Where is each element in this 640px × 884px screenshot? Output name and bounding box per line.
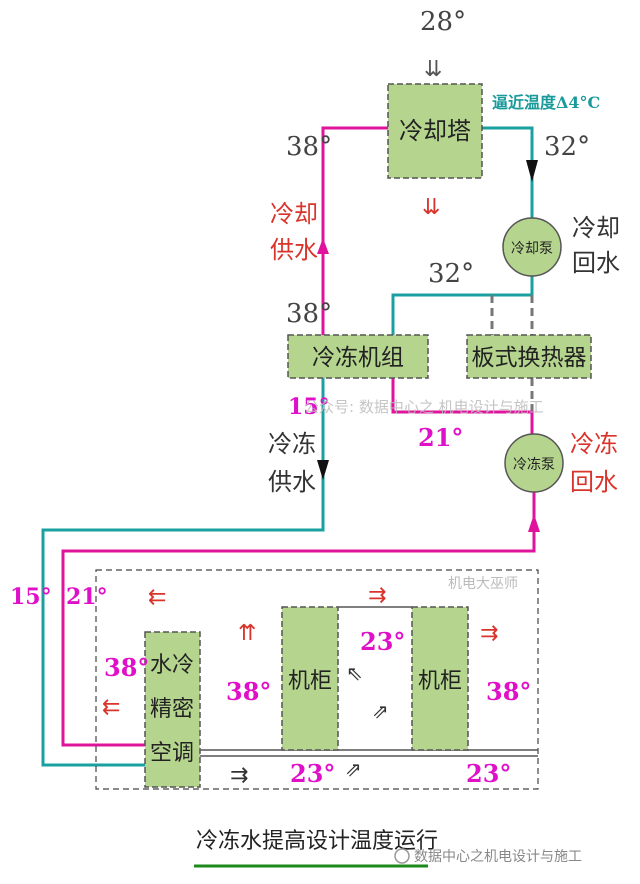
svg-text:机柜: 机柜 [288, 669, 332, 694]
approach-temp-label: 逼近温度Δ4°C [492, 93, 600, 112]
cooling-return-pipe [391, 276, 534, 335]
room-38-mid: 38° [226, 677, 271, 706]
chiller-38-temp: 38° [286, 299, 332, 329]
cooling-return-label-1: 冷却 [572, 214, 620, 242]
cold-air-icon: ⇗ [372, 699, 389, 723]
hot-air-icon: ⇇ [148, 585, 166, 610]
cold-air-icon: ⇖ [346, 661, 363, 685]
crac-unit: 水冷 精密 空调 [144, 631, 201, 788]
cold-air-icon: ⇗ [345, 757, 362, 781]
cold-air-icon: ⇉ [230, 763, 248, 788]
cooling-return-label-2: 回水 [572, 249, 620, 277]
watermark-text: 公众号: 数据中心之 机电设计与施工 [304, 398, 544, 416]
chilled-supply-label-1: 冷冻 [268, 430, 316, 458]
cooling-supply-pipe [321, 126, 388, 335]
chilled-return-label-1: 冷冻 [570, 430, 618, 458]
svg-text:精密: 精密 [150, 697, 194, 722]
svg-text:水冷: 水冷 [150, 653, 194, 678]
cabinet-right: 机柜 [411, 606, 469, 751]
cooling-supply-label-2: 供水 [270, 236, 318, 264]
svg-text:冷却泵: 冷却泵 [511, 241, 553, 257]
hot-air-icon: ⇈ [238, 621, 256, 646]
airflow-icons: ⇊ ⇊ ⇇ ⇈ ⇉ ⇉ ⇇ ⇖ ⇗ ⇉ ⇗ [102, 57, 498, 788]
room-23-top: 23° [360, 627, 405, 656]
svg-text:数据中心之机电设计与施工: 数据中心之机电设计与施工 [414, 849, 582, 865]
bottom-watermark: 数据中心之机电设计与施工 [394, 848, 582, 865]
tower-in-temp: 38° [286, 132, 332, 162]
flow-arrow-supply-up [317, 238, 329, 254]
inlet-temp-label: 28° [420, 7, 466, 37]
svg-text:机柜: 机柜 [418, 669, 462, 694]
room-watermark: 机电大巫师 [448, 576, 518, 592]
mid-32-temp: 32° [428, 259, 474, 289]
svg-text:空调: 空调 [150, 741, 194, 766]
room-23-bottom-right: 23° [466, 759, 511, 788]
data-room-boundary [95, 569, 539, 790]
flow-arrow-chilled-up [528, 514, 540, 532]
svg-text:板式换热器: 板式换热器 [472, 345, 587, 371]
footer-title: 冷冻水提高设计温度运行 [196, 829, 438, 854]
flow-arrow-tower-down [526, 160, 538, 182]
chilled-pump: 冷冻泵 [504, 433, 564, 493]
air-inlet-icon: ⇊ [424, 57, 442, 82]
flow-arrow-chilled-down [317, 460, 329, 480]
room-23-bottom-mid: 23° [290, 759, 335, 788]
cabinet-left: 机柜 [281, 606, 339, 751]
chiller-unit: 冷冻机组 [287, 334, 429, 379]
cooling-supply-label-1: 冷却 [270, 200, 318, 228]
left-21-temp: 21° [66, 584, 108, 610]
tower-outlet-pipe [482, 126, 534, 218]
chilled-15-temp: 15° [288, 394, 330, 420]
wechat-icon [394, 848, 410, 864]
left-15-temp: 15° [10, 584, 52, 610]
chilled-supply-label-2: 供水 [268, 468, 316, 496]
air-exhaust-icon: ⇊ [422, 195, 440, 220]
cooling-pump: 冷却泵 [502, 217, 562, 277]
chilled-return-label-2: 回水 [570, 468, 618, 496]
room-38-left: 38° [104, 653, 149, 682]
plate-heat-exchanger: 板式换热器 [466, 334, 592, 379]
svg-text:冷冻机组: 冷冻机组 [312, 345, 404, 371]
svg-text:冷却塔: 冷却塔 [399, 117, 471, 145]
room-38-right: 38° [486, 677, 531, 706]
hot-air-icon: ⇉ [368, 583, 386, 608]
svg-text:冷冻泵: 冷冻泵 [513, 456, 555, 473]
cooling-tower: 冷却塔 [387, 83, 483, 179]
hot-air-icon: ⇉ [480, 621, 498, 646]
chilled-return-top-pipe [391, 378, 534, 435]
chilled-21-temp: 21° [418, 423, 463, 452]
tower-out-temp: 32° [544, 132, 590, 162]
hot-air-icon: ⇇ [102, 695, 120, 720]
